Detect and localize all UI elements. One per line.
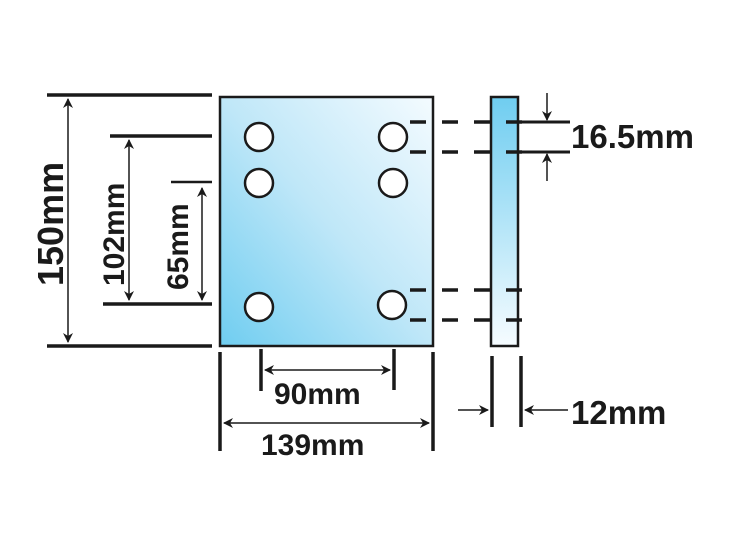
hole: [243, 291, 275, 323]
width-extension-lines: [218, 349, 435, 451]
overall-height-label: 150mm: [30, 162, 71, 286]
hole: [377, 121, 409, 153]
hole-spacing-label: 90mm: [274, 378, 361, 411]
plate-side-view: [489, 95, 520, 348]
thickness-label: 12mm: [571, 394, 666, 431]
holes: [243, 121, 409, 323]
hole: [376, 289, 408, 321]
projection-lines: [410, 120, 530, 322]
hole-diameter-label: 16.5mm: [571, 118, 694, 155]
hole: [243, 121, 275, 153]
hole-span-outer-label: 102mm: [98, 183, 131, 286]
hole: [377, 167, 409, 199]
hole: [243, 167, 275, 199]
overall-width-label: 139mm: [261, 429, 364, 462]
hole-diameter-dimension: [513, 93, 570, 181]
hole-span-inner-label: 65mm: [162, 203, 195, 290]
thickness-dimension: [458, 356, 568, 427]
height-extension-lines: [47, 93, 212, 348]
